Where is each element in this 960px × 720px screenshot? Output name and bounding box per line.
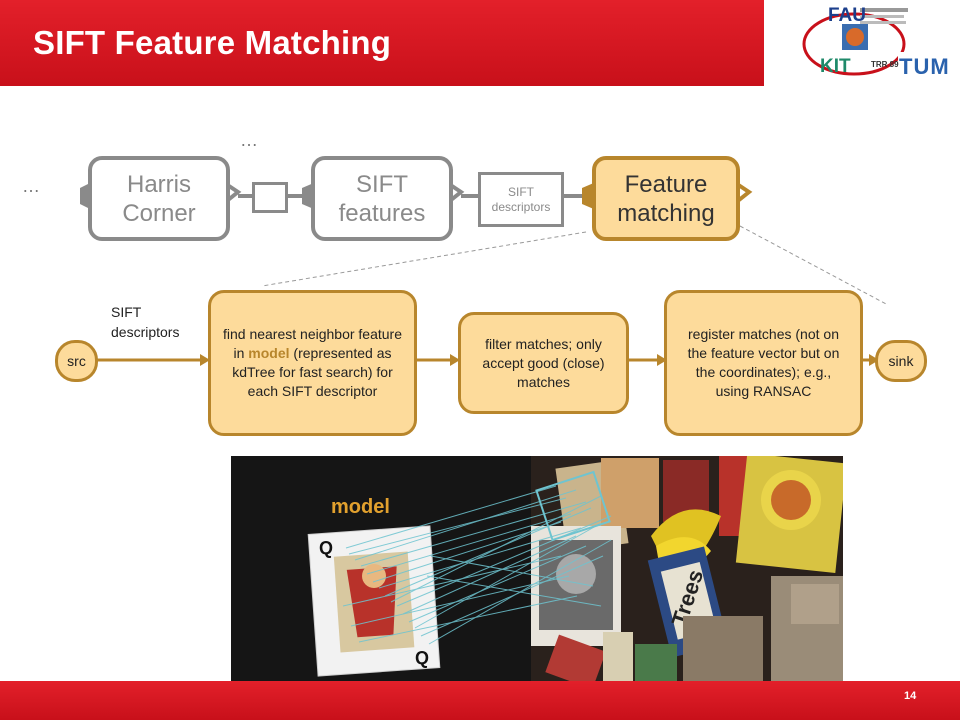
page-number: 14 bbox=[904, 690, 917, 702]
match-lines bbox=[342, 485, 612, 645]
svg-text:Q: Q bbox=[319, 538, 333, 558]
sift-features-box: SIFT features bbox=[311, 156, 453, 241]
register-matches-step: register matches (not on the feature vec… bbox=[664, 290, 863, 436]
model-label: model bbox=[331, 496, 390, 518]
ellipsis-left: … bbox=[22, 176, 40, 196]
trr-logo: TRR 89 bbox=[871, 60, 899, 69]
step1-text-pre: find nearest neighbor feature in bbox=[222, 326, 402, 361]
filter-matches-step: filter matches; only accept good (close)… bbox=[458, 312, 629, 414]
step1-text-post: (represented as kdTree for fast search) … bbox=[232, 345, 393, 399]
sift-match-photo: Trees Q Q bbox=[231, 456, 843, 684]
institution-logos: FAU TRR 89 KIT TUM bbox=[764, 2, 954, 84]
sift-descriptors-label: SIFT descriptors bbox=[111, 304, 180, 340]
sift-descriptors-box-label: SIFT descriptors bbox=[491, 184, 551, 214]
src-label: src bbox=[67, 353, 86, 369]
feature-matching-label: Feature matching bbox=[617, 170, 715, 227]
harris-corner-label: Harris Corner bbox=[122, 170, 196, 227]
step2-text: filter matches; only accept good (close)… bbox=[482, 335, 605, 390]
sink-label: sink bbox=[888, 353, 914, 369]
nearest-neighbor-step: find nearest neighbor feature in model (… bbox=[208, 290, 417, 436]
slide-title: SIFT Feature Matching bbox=[33, 24, 392, 61]
match-illustration: Trees Q Q bbox=[307, 456, 843, 684]
logo-emblem bbox=[802, 8, 950, 78]
ellipsis-top: … bbox=[240, 130, 258, 150]
footer-bar bbox=[0, 681, 960, 720]
step3-text: register matches (not on the feature vec… bbox=[687, 326, 840, 399]
src-node: src bbox=[55, 340, 98, 382]
sift-descriptors-box: SIFT descriptors bbox=[478, 172, 564, 227]
kit-logo: KIT bbox=[820, 56, 851, 77]
zoom-guide-left bbox=[261, 231, 587, 287]
sift-features-label: SIFT features bbox=[338, 170, 426, 227]
tum-logo: TUM bbox=[899, 54, 950, 79]
step1-model-word: model bbox=[248, 345, 290, 361]
svg-text:Q: Q bbox=[415, 648, 429, 668]
harris-corner-box: Harris Corner bbox=[88, 156, 230, 241]
sink-node: sink bbox=[875, 340, 927, 382]
intermediate-box bbox=[252, 182, 288, 213]
feature-matching-box: Feature matching bbox=[592, 156, 740, 241]
fau-logo: FAU bbox=[828, 5, 866, 26]
